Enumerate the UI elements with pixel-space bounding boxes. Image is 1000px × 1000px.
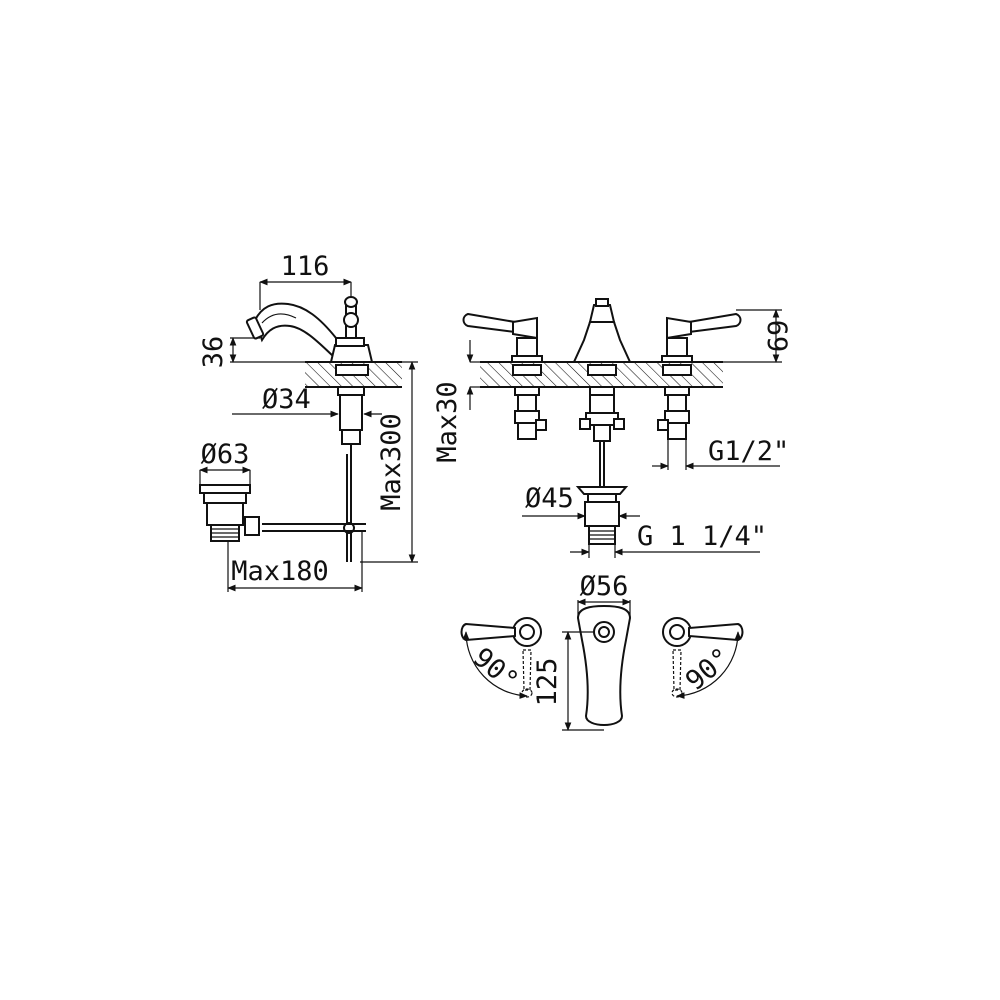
dim-max-reach-180: Max180 xyxy=(231,556,329,587)
dim-left-angle: 90° xyxy=(467,642,524,697)
dim-hole-34: Ø34 xyxy=(262,384,311,415)
top-view: 90° 90° Ø56 125 xyxy=(460,571,744,731)
dim-spout-length-125: 125 xyxy=(532,658,563,707)
dim-inlet-thread: G1/2" xyxy=(708,436,789,467)
right-handle-top xyxy=(662,617,744,699)
dim-handle-height-69: 69 xyxy=(761,320,792,353)
spout-top xyxy=(576,604,632,726)
left-valve xyxy=(462,312,547,440)
front-view: 69 Max30 G1/2" Ø45 G 1 1/4" xyxy=(432,298,792,558)
dim-waste-thread: G 1 1/4" xyxy=(637,521,767,552)
dim-width-116: 116 xyxy=(281,251,330,282)
left-handle-top xyxy=(460,617,542,699)
right-valve xyxy=(657,312,742,440)
dim-right-angle: 90° xyxy=(680,642,737,697)
waste-side xyxy=(199,484,260,542)
side-view: 116 36 Ø34 Ø63 Max300 Max180 xyxy=(198,251,418,592)
dim-max-deck-30: Max30 xyxy=(432,381,463,462)
spout-side xyxy=(253,302,347,358)
dim-waste-45: Ø45 xyxy=(525,483,574,514)
dim-waste-63: Ø63 xyxy=(201,439,250,470)
dim-spout-dia-56: Ø56 xyxy=(580,571,629,602)
waste-front xyxy=(575,486,629,545)
dim-spout-height-36: 36 xyxy=(198,336,229,369)
dim-max-height-300: Max300 xyxy=(376,413,407,511)
center-spout xyxy=(572,298,632,486)
